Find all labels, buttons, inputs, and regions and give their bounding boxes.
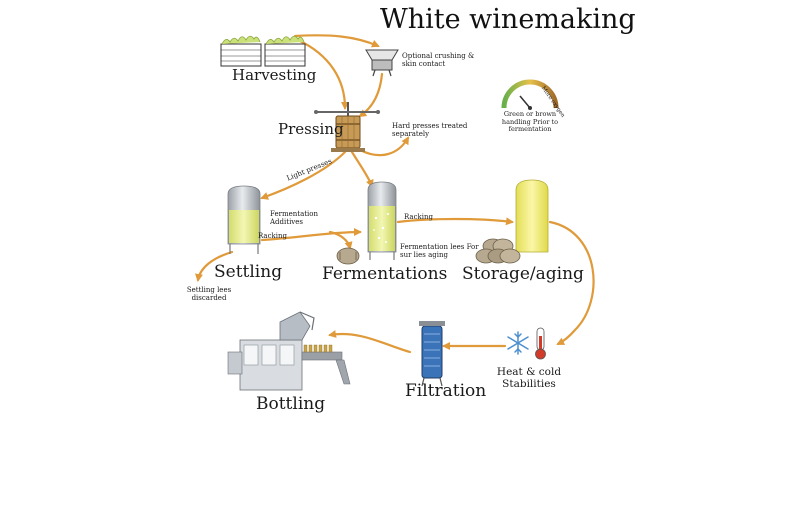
stage-label-pressing: Pressing — [278, 120, 344, 138]
crusher-icon — [365, 49, 399, 77]
thermometer-icon — [535, 327, 546, 360]
stage-label-harvesting: Harvesting — [232, 66, 317, 84]
storage-tank-icon — [515, 179, 549, 253]
arrow-press-to-hardpress — [358, 136, 410, 157]
barrel-icon — [336, 247, 360, 265]
oxygen-gauge-icon — [501, 79, 559, 110]
arrow-press-to-fermentation — [350, 150, 374, 188]
arrow-storage-to-stability — [548, 220, 595, 346]
storage-barrels-icon — [475, 238, 521, 264]
note-racking-fermentation: Racking — [404, 213, 433, 221]
note-settling-lees: Settling lees discarded — [186, 286, 232, 302]
note-optional-crushing: Optional crushing & skin contact — [402, 52, 475, 68]
snowflake-icon — [507, 331, 529, 355]
note-racking-settling: Racking — [258, 232, 287, 240]
stage-label-storage-aging: Storage/aging — [462, 264, 584, 284]
wine-press-icon — [314, 102, 380, 152]
arrow-settling-to-lees — [195, 250, 234, 282]
gauge-caption: Green or brown handling Prior to ferment… — [501, 110, 559, 133]
arrow-harvest-to-press — [296, 38, 349, 110]
bottling-machine-icon — [227, 311, 351, 391]
grape-crate-icon — [220, 35, 306, 67]
filter-icon — [419, 321, 445, 387]
fermentation-tank-icon — [367, 181, 397, 260]
arrow-harvest-to-crusher — [293, 34, 380, 48]
page-title: White winemaking — [380, 4, 636, 35]
arrow-press-to-settling — [260, 150, 347, 200]
arrow-fermentation-to-storage — [396, 217, 514, 226]
arrow-settling-to-fermentation — [260, 228, 362, 242]
arrow-fermentation-to-barrel — [328, 230, 353, 250]
note-fermentation-additives: Fermentation Additives — [270, 210, 319, 226]
note-fermentation-lees: Fermentation lees For sur lies aging — [400, 243, 479, 259]
arrow-filtration-to-bottling — [328, 330, 412, 354]
flow-arrows — [195, 34, 595, 354]
settling-tank-icon — [227, 185, 261, 254]
stage-label-heat-cold-stabilities: Heat & cold Stabilities — [496, 366, 562, 390]
note-hard-presses: Hard presses treated separately — [392, 122, 468, 138]
stage-label-settling: Settling — [214, 262, 283, 282]
stage-label-filtration: Filtration — [405, 381, 487, 401]
stage-label-fermentations: Fermentations — [322, 264, 448, 284]
stage-label-bottling: Bottling — [256, 394, 326, 414]
arrow-crusher-to-press — [358, 72, 384, 118]
